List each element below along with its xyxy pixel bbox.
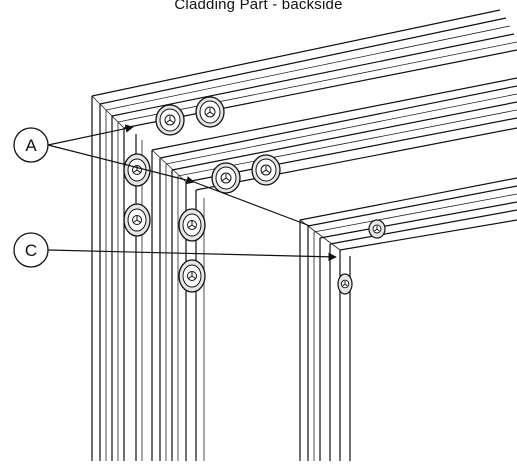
inner-frame bbox=[299, 177, 517, 461]
bolt-inner-top-icon bbox=[368, 219, 386, 239]
callout-a-circle bbox=[13, 127, 49, 163]
outer-frame bbox=[91, 9, 517, 461]
bolt-middle-top-1-icon bbox=[211, 162, 241, 194]
bolt-middle-left-2-icon bbox=[178, 259, 206, 293]
bolt-inner-left-icon bbox=[337, 273, 353, 295]
diagram-title: Cladding Part - backside bbox=[174, 0, 343, 13]
middle-frame bbox=[151, 77, 517, 461]
bolt-middle-left-1-icon bbox=[178, 208, 206, 242]
callout-c: C bbox=[13, 232, 337, 268]
callout-a-label: A bbox=[25, 136, 37, 155]
bolt-middle-top-2-icon bbox=[251, 154, 281, 186]
callout-a: A bbox=[13, 124, 311, 227]
bolt-outer-top-1-icon bbox=[155, 104, 185, 136]
callout-c-label: C bbox=[25, 241, 37, 260]
bolts bbox=[123, 96, 386, 295]
callout-c-circle bbox=[13, 232, 49, 268]
bolt-outer-left-1-icon bbox=[123, 153, 151, 187]
bolt-outer-left-2-icon bbox=[123, 203, 151, 237]
bolt-outer-top-2-icon bbox=[195, 96, 225, 128]
